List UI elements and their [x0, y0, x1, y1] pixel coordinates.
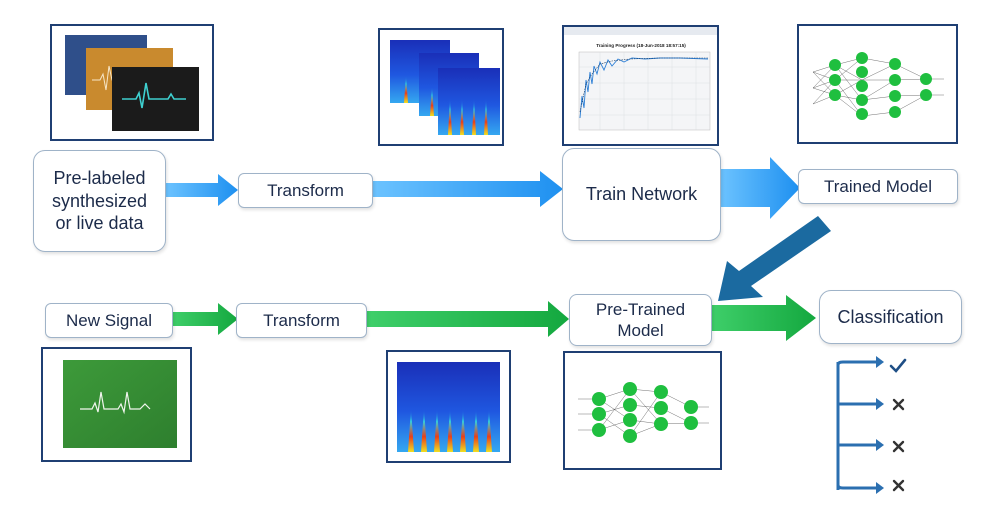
x-icon [892, 398, 905, 411]
spectrogram-thumbnail [386, 350, 511, 463]
new-signal-box: New Signal [45, 303, 173, 338]
bottom-arrow-2 [366, 301, 569, 337]
input-label-line-1: Pre-labeled [53, 168, 146, 189]
transform-box-top: Transform [238, 173, 373, 208]
bottom-arrow-3 [710, 295, 816, 341]
top-arrow-3 [720, 157, 800, 219]
classification-label: Classification [837, 306, 944, 327]
train-network-label: Train Network [585, 184, 698, 205]
trained-model-box: Trained Model [798, 169, 958, 204]
trained-model-label: Trained Model [823, 176, 933, 196]
input-label-line-3: or live data [55, 213, 144, 234]
input-data-box: Pre-labeled synthesized or live data [33, 150, 166, 252]
classification-box: Classification [819, 290, 962, 344]
trained-network-thumbnail [797, 24, 958, 144]
ecg-stack-thumbnail [50, 24, 214, 141]
pretrained-model-box: Pre-Trained Model [569, 294, 712, 346]
top-arrow-2 [372, 171, 563, 207]
spectrogram-stack-thumbnail [378, 28, 504, 146]
new-signal-thumbnail [41, 347, 192, 462]
x-icon [892, 440, 905, 453]
pretrained-label-line-1: Pre-Trained [595, 299, 686, 319]
train-network-box: Train Network [562, 148, 721, 241]
transform-label-bottom: Transform [263, 310, 340, 330]
pretrained-network-thumbnail [563, 351, 722, 470]
check-icon [889, 358, 907, 373]
pretrained-label-line-2: Model [617, 321, 664, 340]
classification-outputs [836, 356, 907, 494]
input-label-line-2: synthesized [51, 190, 148, 211]
new-signal-label: New Signal [66, 310, 152, 330]
bottom-arrow-1 [171, 303, 238, 335]
link-arrow [718, 216, 831, 301]
transform-box-bottom: Transform [236, 303, 367, 338]
x-icon [892, 479, 905, 492]
top-arrow-1 [165, 174, 238, 206]
transform-label-top: Transform [267, 180, 344, 200]
training-progress-thumbnail: Training Progress (18-Jun-2018 18:57:15) [562, 25, 719, 146]
training-plot-title: Training Progress (18-Jun-2018 18:57:15) [596, 43, 686, 48]
